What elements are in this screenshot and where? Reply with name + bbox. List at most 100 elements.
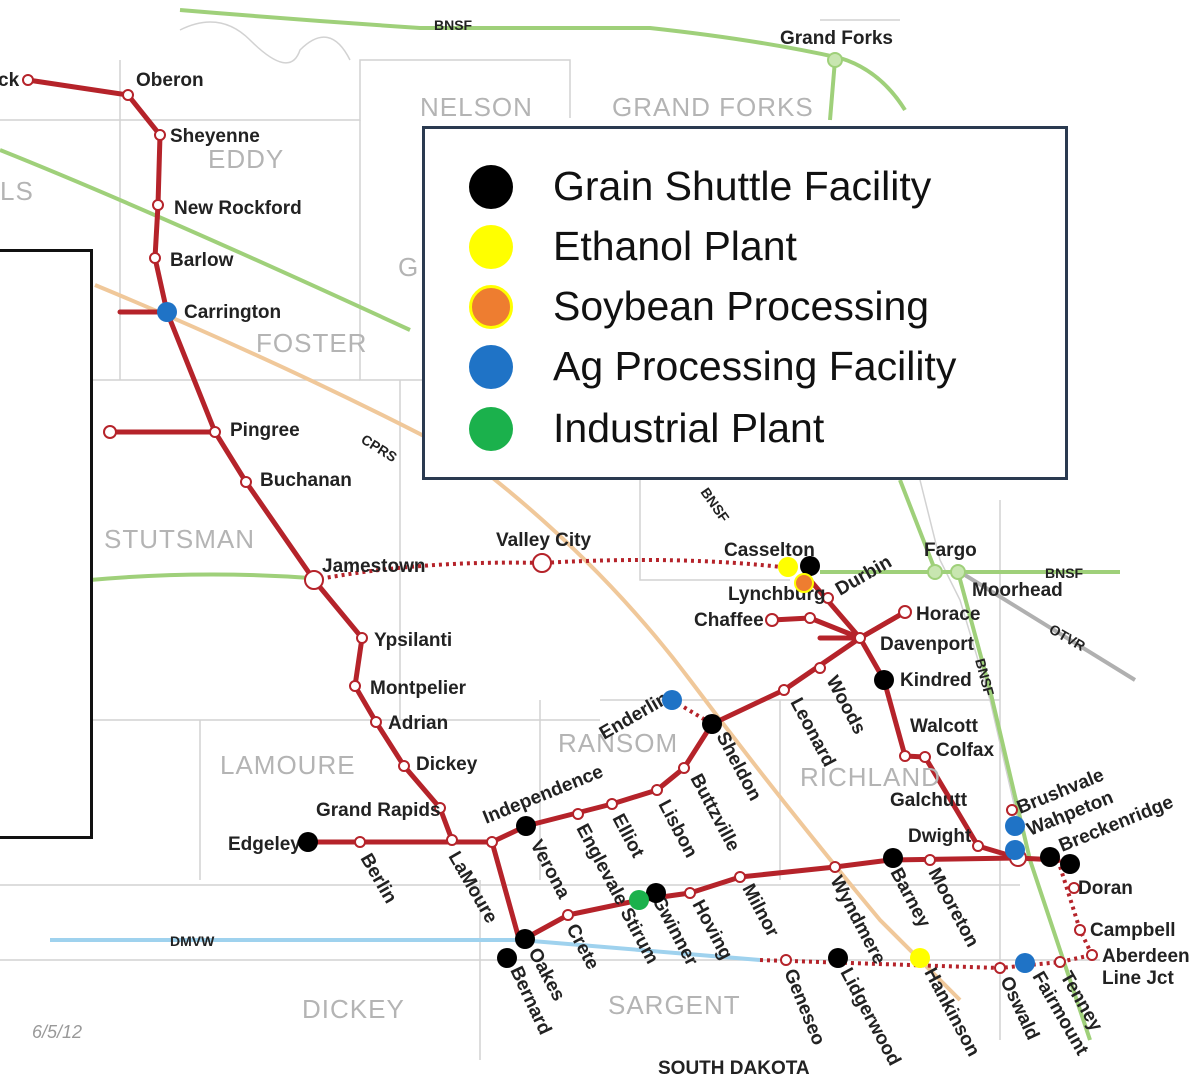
town-label: Lidgerwood [836,964,905,1069]
ag-processing-icon [469,344,513,389]
town-label: Edgeley [228,834,301,855]
town-label: Berlin [356,850,401,907]
town-label: Casselton [724,540,815,561]
state-label: SOUTH DAKOTA [658,1058,810,1077]
grain-shuttle-marker [497,948,517,968]
rr-label-cprs: CPRS [358,431,399,465]
town-label: Moorhead [972,580,1063,601]
town-label: Mooreton [924,864,983,950]
rr-label-bnsf: BNSF [1045,565,1084,581]
town-label: Pingree [230,420,300,441]
county-label: G [398,252,419,282]
county-label: FOSTER [256,328,367,358]
station-markers [22,52,1098,974]
legend-item-ag-processing: Ag Processing Facility [469,343,956,390]
town-label: Sheyenne [170,126,260,147]
legend-label: Grain Shuttle Facility [553,163,932,209]
legend-item-ethanol: Ethanol Plant [469,223,797,270]
grain-shuttle-marker [1060,854,1080,874]
rr-label-dmvw: DMVW [170,933,215,949]
town-label: New Rockford [174,198,302,219]
town-label: Chaffee [694,610,764,631]
county-label: RICHLAND [800,762,941,792]
county-label: NELSON [420,92,533,122]
otvr-line [958,570,1137,682]
ag-processing-marker [662,690,682,710]
county-label: EDDY [208,144,284,174]
town-label: ck [0,70,20,91]
grain-shuttle-marker [1040,847,1060,867]
legend-label: Soybean Processing [553,283,930,329]
town-label: Carrington [184,302,281,323]
town-label: Geneseo [779,966,829,1048]
town-label: Jamestown [322,556,425,577]
legend-label: Ethanol Plant [553,223,797,269]
town-label: Montpelier [370,678,467,699]
town-label: Davenport [880,634,975,655]
grain-shuttle-marker [298,832,318,852]
town-label: Durbin [832,552,896,601]
town-label: Elliot [608,810,649,861]
town-label: Aberdeen [1102,946,1190,967]
legend-item-grain-shuttle: Grain Shuttle Facility [469,163,931,210]
county-labels: NELSON GRAND FORKS EDDY FOSTER STUTSMAN … [0,92,941,1024]
county-label: LAMOURE [220,750,356,780]
town-label: Galchutt [890,790,968,811]
industrial-plant-icon [469,406,513,451]
town-label: Dwight [908,826,972,847]
rr-label-bnsf: BNSF [698,485,733,526]
date-note: 6/5/12 [32,1022,82,1042]
town-label: Leonard [786,694,840,770]
industrial-plant-marker [629,890,649,910]
bnsf-line-north [179,8,907,112]
county-label: RANSOM [558,728,678,758]
grain-shuttle-marker [646,883,666,903]
facility-markers [157,302,1080,973]
ag-processing-marker [1005,840,1025,860]
legend-label: Industrial Plant [553,405,825,451]
rr-label-otvr: OTVR [1047,621,1089,654]
town-label: Doran [1078,878,1133,899]
town-label: Valley City [496,530,591,551]
grain-shuttle-marker [800,556,820,576]
bnsf-line-moorhead [956,571,1092,1041]
town-label: Woods [822,672,870,737]
town-label: Milnor [738,880,784,941]
ethanol-plant-icon [469,224,513,269]
town-label: LaMoure [444,848,502,927]
ethanol-marker [910,948,930,968]
town-label: Grand Rapids [316,800,441,821]
grain-shuttle-marker [515,929,535,949]
grain-shuttle-marker [883,848,903,868]
town-label: Fargo [924,540,977,561]
ethanol-marker [778,557,798,577]
town-label: Lisbon [654,796,702,861]
left-panel-box [0,249,93,839]
grain-shuttle-marker [828,948,848,968]
town-label: Ypsilanti [374,630,452,651]
town-label: Adrian [388,713,448,734]
county-label: DICKEY [302,994,405,1024]
rr-label-bnsf: BNSF [434,17,473,33]
town-label: Walcott [910,716,979,737]
grain-shuttle-marker [874,670,894,690]
soybean-processing-icon [469,284,513,329]
bnsf-line-gf-south [828,59,837,121]
legend-label: Ag Processing Facility [553,343,957,389]
grain-shuttle-marker [516,816,536,836]
town-label: Oberon [136,70,204,91]
town-label: Buchanan [260,470,352,491]
bnsf-line-diag [0,148,411,332]
county-label: LS [0,176,34,206]
town-label: Horace [916,604,980,625]
town-label: Barlow [170,250,234,271]
rr-label-bnsf: BNSF [972,657,997,698]
town-label: Colfax [936,740,995,761]
county-label: SARGENT [608,990,741,1020]
town-label: Independence [480,761,606,828]
legend-item-soybean: Soybean Processing [469,283,929,330]
town-label: Hankinson [920,964,984,1060]
county-label: STUTSMAN [104,524,255,554]
cprs-line [94,283,962,1002]
town-label: Grand Forks [780,28,893,49]
